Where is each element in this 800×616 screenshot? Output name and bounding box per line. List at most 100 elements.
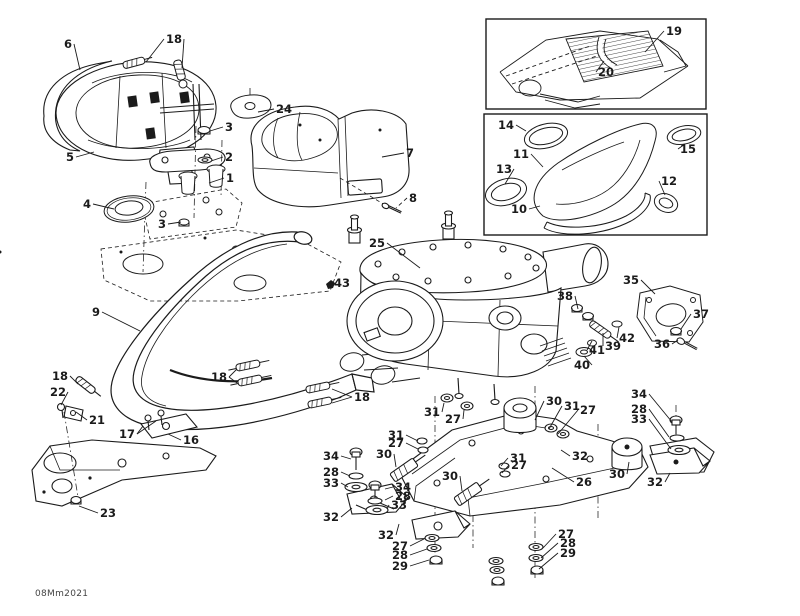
leader-line-16 xyxy=(167,433,182,441)
leader-line-14 xyxy=(515,124,527,132)
leader-line-31 xyxy=(500,457,509,467)
tuned-pipe xyxy=(110,231,375,431)
leader-line-5 xyxy=(75,151,95,158)
leader-line-38 xyxy=(574,295,579,310)
part-label-27: 27 xyxy=(388,436,404,450)
part-label-28: 28 xyxy=(631,402,647,416)
part-label-32: 32 xyxy=(647,475,663,489)
leader-line-40 xyxy=(583,355,593,366)
leader-line-27 xyxy=(542,533,557,549)
part-label-33: 33 xyxy=(323,476,339,490)
spring-bolt-39 xyxy=(589,320,619,343)
inset-seals-content xyxy=(484,122,702,235)
part-label-30: 30 xyxy=(442,469,458,483)
leader-line-36 xyxy=(671,339,679,345)
part-label-13: 13 xyxy=(496,162,512,176)
part-label-29: 29 xyxy=(560,546,576,560)
leader-line-20 xyxy=(595,60,605,73)
leader-line-32 xyxy=(664,472,671,483)
leader-line-34 xyxy=(340,455,352,460)
part-label-27: 27 xyxy=(445,412,461,426)
part-label-33: 33 xyxy=(391,498,407,512)
part-label-31: 31 xyxy=(388,428,404,442)
leader-line-17 xyxy=(136,425,144,435)
part-label-2: 2 xyxy=(225,150,233,164)
leader-line-10 xyxy=(528,205,541,210)
part-label-5: 5 xyxy=(66,150,74,164)
part-label-32: 32 xyxy=(378,528,394,542)
inset-frame-heatshield xyxy=(485,18,707,110)
inset-boxes xyxy=(483,18,708,236)
part-label-23: 23 xyxy=(100,506,116,520)
leader-line-30 xyxy=(393,453,397,468)
part-label-8: 8 xyxy=(409,191,417,205)
part-label-18: 18 xyxy=(354,390,370,404)
leader-line-37 xyxy=(680,313,692,330)
part-label-20: 20 xyxy=(598,65,614,79)
part-label-43: 43 xyxy=(334,276,350,290)
leader-line-31 xyxy=(548,405,563,430)
inset-seals xyxy=(483,113,708,236)
leader-line-29 xyxy=(538,552,559,570)
leader-line-30 xyxy=(459,475,463,492)
leader-line-34 xyxy=(648,393,673,423)
part-label-27: 27 xyxy=(580,403,596,417)
leader-line-18 xyxy=(331,396,353,404)
leader-line-2 xyxy=(210,156,224,162)
part-label-12: 12 xyxy=(661,174,677,188)
part-label-34: 34 xyxy=(631,387,647,401)
leader-line-18 xyxy=(331,388,353,398)
leader-line-28 xyxy=(384,495,394,501)
muffler-mount-hardware xyxy=(0,125,342,302)
part-label-29: 29 xyxy=(392,559,408,573)
rubber-mount xyxy=(503,397,643,471)
part-label-39: 39 xyxy=(605,339,621,353)
leader-line-3 xyxy=(167,221,182,225)
leader-line-18 xyxy=(69,375,79,385)
part-label-36: 36 xyxy=(654,337,670,351)
part-label-9: 9 xyxy=(92,305,100,319)
leader-line-24 xyxy=(257,108,275,113)
part-label-30: 30 xyxy=(546,394,562,408)
leader-line-1 xyxy=(208,177,225,184)
part-label-7: 7 xyxy=(406,146,414,160)
leader-line-31 xyxy=(405,434,419,442)
leader-line-41 xyxy=(586,340,593,351)
part-label-28: 28 xyxy=(392,548,408,562)
leader-line-27 xyxy=(501,464,510,474)
leader-line-42 xyxy=(616,326,620,339)
part-label-25: 25 xyxy=(369,236,385,250)
leader-line-8 xyxy=(395,197,408,209)
exhaust-manifold xyxy=(339,351,421,385)
leader-line-34 xyxy=(384,486,394,490)
leader-line-11 xyxy=(530,153,544,168)
bolt-stack xyxy=(344,415,691,516)
part-label-32: 32 xyxy=(572,449,588,463)
leader-line-27 xyxy=(557,409,579,435)
part-label-37: 37 xyxy=(693,307,709,321)
leader-line-32 xyxy=(395,523,400,536)
part-label-15: 15 xyxy=(680,142,696,156)
leader-line-28 xyxy=(409,548,428,556)
part-label-30: 30 xyxy=(376,447,392,461)
leader-line-23 xyxy=(78,505,99,514)
part-label-34: 34 xyxy=(323,449,339,463)
part-label-31: 31 xyxy=(510,451,526,465)
leader-line-33 xyxy=(648,418,672,450)
part-label-14: 14 xyxy=(498,118,514,132)
part-label-28: 28 xyxy=(323,465,339,479)
part-label-19: 19 xyxy=(666,24,682,38)
part-label-22: 22 xyxy=(50,385,66,399)
mount-bracket xyxy=(346,447,711,540)
leader-line-35 xyxy=(640,279,656,295)
part-label-31: 31 xyxy=(424,405,440,419)
bracket-24 xyxy=(230,88,272,119)
leader-line-9 xyxy=(101,311,141,332)
leader-line-29 xyxy=(409,559,430,567)
part-label-28: 28 xyxy=(395,489,411,503)
leader-line-32 xyxy=(340,507,353,518)
part-label-32: 32 xyxy=(323,510,339,524)
leader-line-22 xyxy=(60,391,69,406)
engine-support-plate xyxy=(344,386,715,586)
